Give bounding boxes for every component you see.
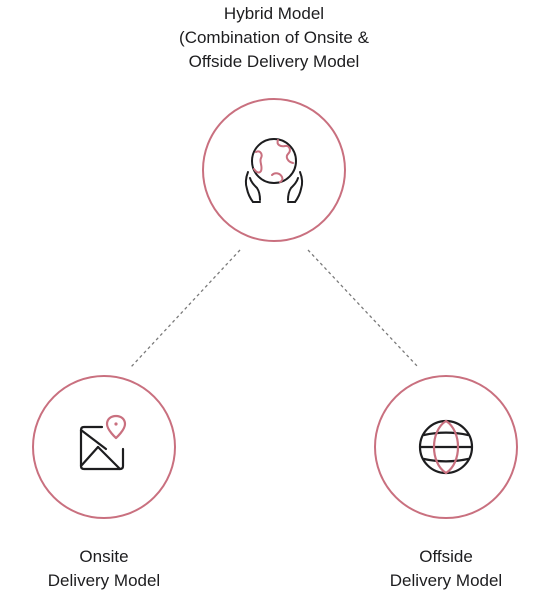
offside-delivery-node bbox=[374, 375, 518, 519]
hybrid-model-label: Hybrid Model (Combination of Onsite & Of… bbox=[124, 2, 424, 74]
connector-top-to-right bbox=[307, 249, 419, 368]
hybrid-model-node bbox=[202, 98, 346, 242]
connector-top-to-left bbox=[130, 249, 241, 368]
onsite-delivery-label-line-2: Delivery Model bbox=[47, 571, 161, 590]
globe-grid-icon bbox=[418, 419, 474, 475]
hybrid-model-label-line-3: Offside Delivery Model bbox=[188, 52, 360, 71]
hybrid-model-label-line-1: Hybrid Model bbox=[223, 4, 325, 23]
offside-delivery-label-line-2: Delivery Model bbox=[389, 571, 503, 590]
globe-in-hands-icon bbox=[244, 138, 304, 203]
onsite-delivery-label: Onsite Delivery Model bbox=[4, 545, 204, 593]
onsite-delivery-label-line-1: Onsite bbox=[79, 547, 129, 566]
map-location-pin-icon bbox=[79, 414, 127, 471]
offside-delivery-label-line-1: Offside bbox=[419, 547, 473, 566]
onsite-delivery-node bbox=[32, 375, 176, 519]
hybrid-model-label-line-2: (Combination of Onsite & bbox=[179, 28, 369, 47]
offside-delivery-label: Offside Delivery Model bbox=[346, 545, 546, 593]
